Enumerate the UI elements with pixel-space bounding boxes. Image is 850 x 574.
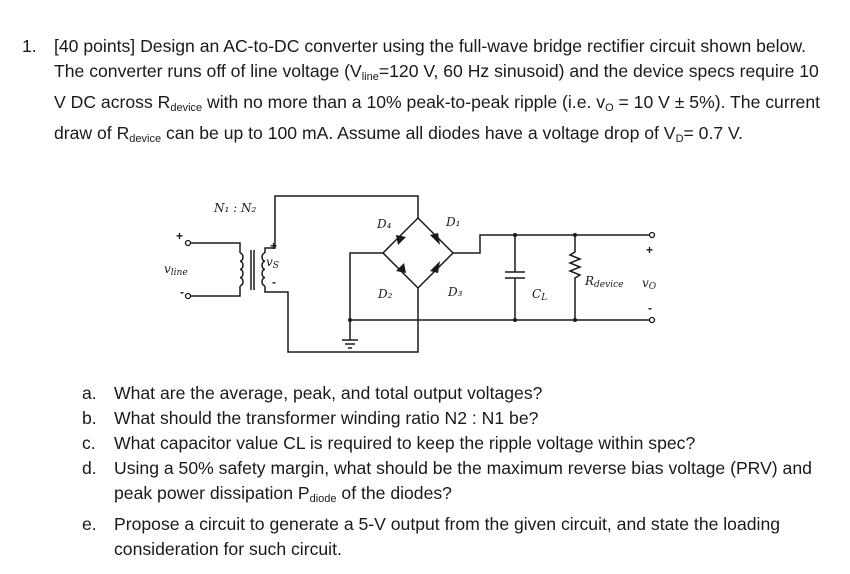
rdevice-label: Rdevice [584,274,623,290]
vo-minus-sign: - [648,301,652,315]
problem-intro: Design an AC-to-DC converter using the f… [54,36,807,81]
diode-d1-triangle [430,233,440,245]
ratio-label: N₁ : N₂ [213,201,256,215]
diode-d4-triangle [396,235,406,245]
vo-label: vO [642,276,657,292]
question-parts: a.What are the average, peak, and total … [82,381,822,562]
node-dot-5 [348,318,352,322]
d2-label: D₂ [377,287,393,301]
diode-drop-text: = 0.7 V. [683,123,744,143]
primary-coil [239,252,244,287]
vo-subscript: O [605,102,614,114]
secondary-coil [261,252,266,287]
capacitor-symbol [505,235,525,320]
vline-plus-sign: + [176,229,183,243]
vline-minus-terminal [184,292,192,300]
node-dot-4 [573,318,577,322]
primary-bottom-wire [190,286,241,297]
part-e: e.Propose a circuit to generate a 5-V ou… [82,514,781,559]
circuit-diagram: N₁ : N₂ vline vS D₄ D₁ D₂ D₃ CL Rdevice … [164,195,657,353]
diode-d2-triangle [396,263,406,273]
bridge-left-wire [349,252,383,320]
vline-subscript: line [361,71,379,83]
rdevice-subscript: device [170,102,203,114]
diode-d3-triangle [430,261,440,273]
d1-label: D₁ [445,215,460,229]
primary-top-wire [190,242,241,253]
vline-plus-terminal [184,239,192,247]
problem-statement: 1. [40 points] Design an AC-to-DC conver… [22,34,822,152]
vline-minus-sign: - [180,285,184,299]
node-dot-1 [513,233,517,237]
ground-symbol [342,320,358,349]
rdevice-subscript-2: device [129,133,162,145]
part-c: c.What capacitor value CL is required to… [82,433,696,453]
vs-label: vS [266,255,279,271]
vd-subscript: D [675,133,684,145]
d4-label: D₄ [376,217,392,231]
node-dot-2 [573,233,577,237]
resistor-symbol [567,235,583,320]
vo-minus-terminal [648,316,656,324]
bridge-rectifier-circuit: N₁ : N₂ vline vS D₄ D₁ D₂ D₃ CL Rdevice … [0,190,850,370]
secondary-bottom-wire [264,286,419,353]
vline-label: vline [164,262,188,278]
positive-rail [453,234,650,254]
part-d: d.Using a 50% safety margin, what should… [82,458,812,505]
points-label: [40 points] [54,36,136,56]
vo-plus-terminal [648,231,656,239]
vo-plus-sign: + [646,243,653,257]
cl-label: CL [532,287,547,303]
vs-plus-sign: + [270,239,277,253]
part-a: a.What are the average, peak, and total … [82,383,543,403]
current-draw-text: can be up to 100 mA. Assume all diodes h… [161,123,676,143]
secondary-top-wire [264,195,419,253]
problem-body: [40 points] Design an AC-to-DC converter… [54,34,822,152]
output-spec-text: = 10 V ± 5%). The current draw of R [54,92,821,143]
line-voltage-text: =120 V, 60 Hz sinusoid) and the device s… [54,61,819,112]
ripple-spec-text: with no more than a 10% peak-to-peak rip… [202,92,606,112]
d3-label: D₃ [447,285,463,299]
bridge-diamond [381,216,455,290]
node-dot-3 [513,318,517,322]
problem-number: 1. [22,36,37,56]
vs-minus-sign: - [272,275,276,289]
part-b: b.What should the transformer winding ra… [82,408,539,428]
